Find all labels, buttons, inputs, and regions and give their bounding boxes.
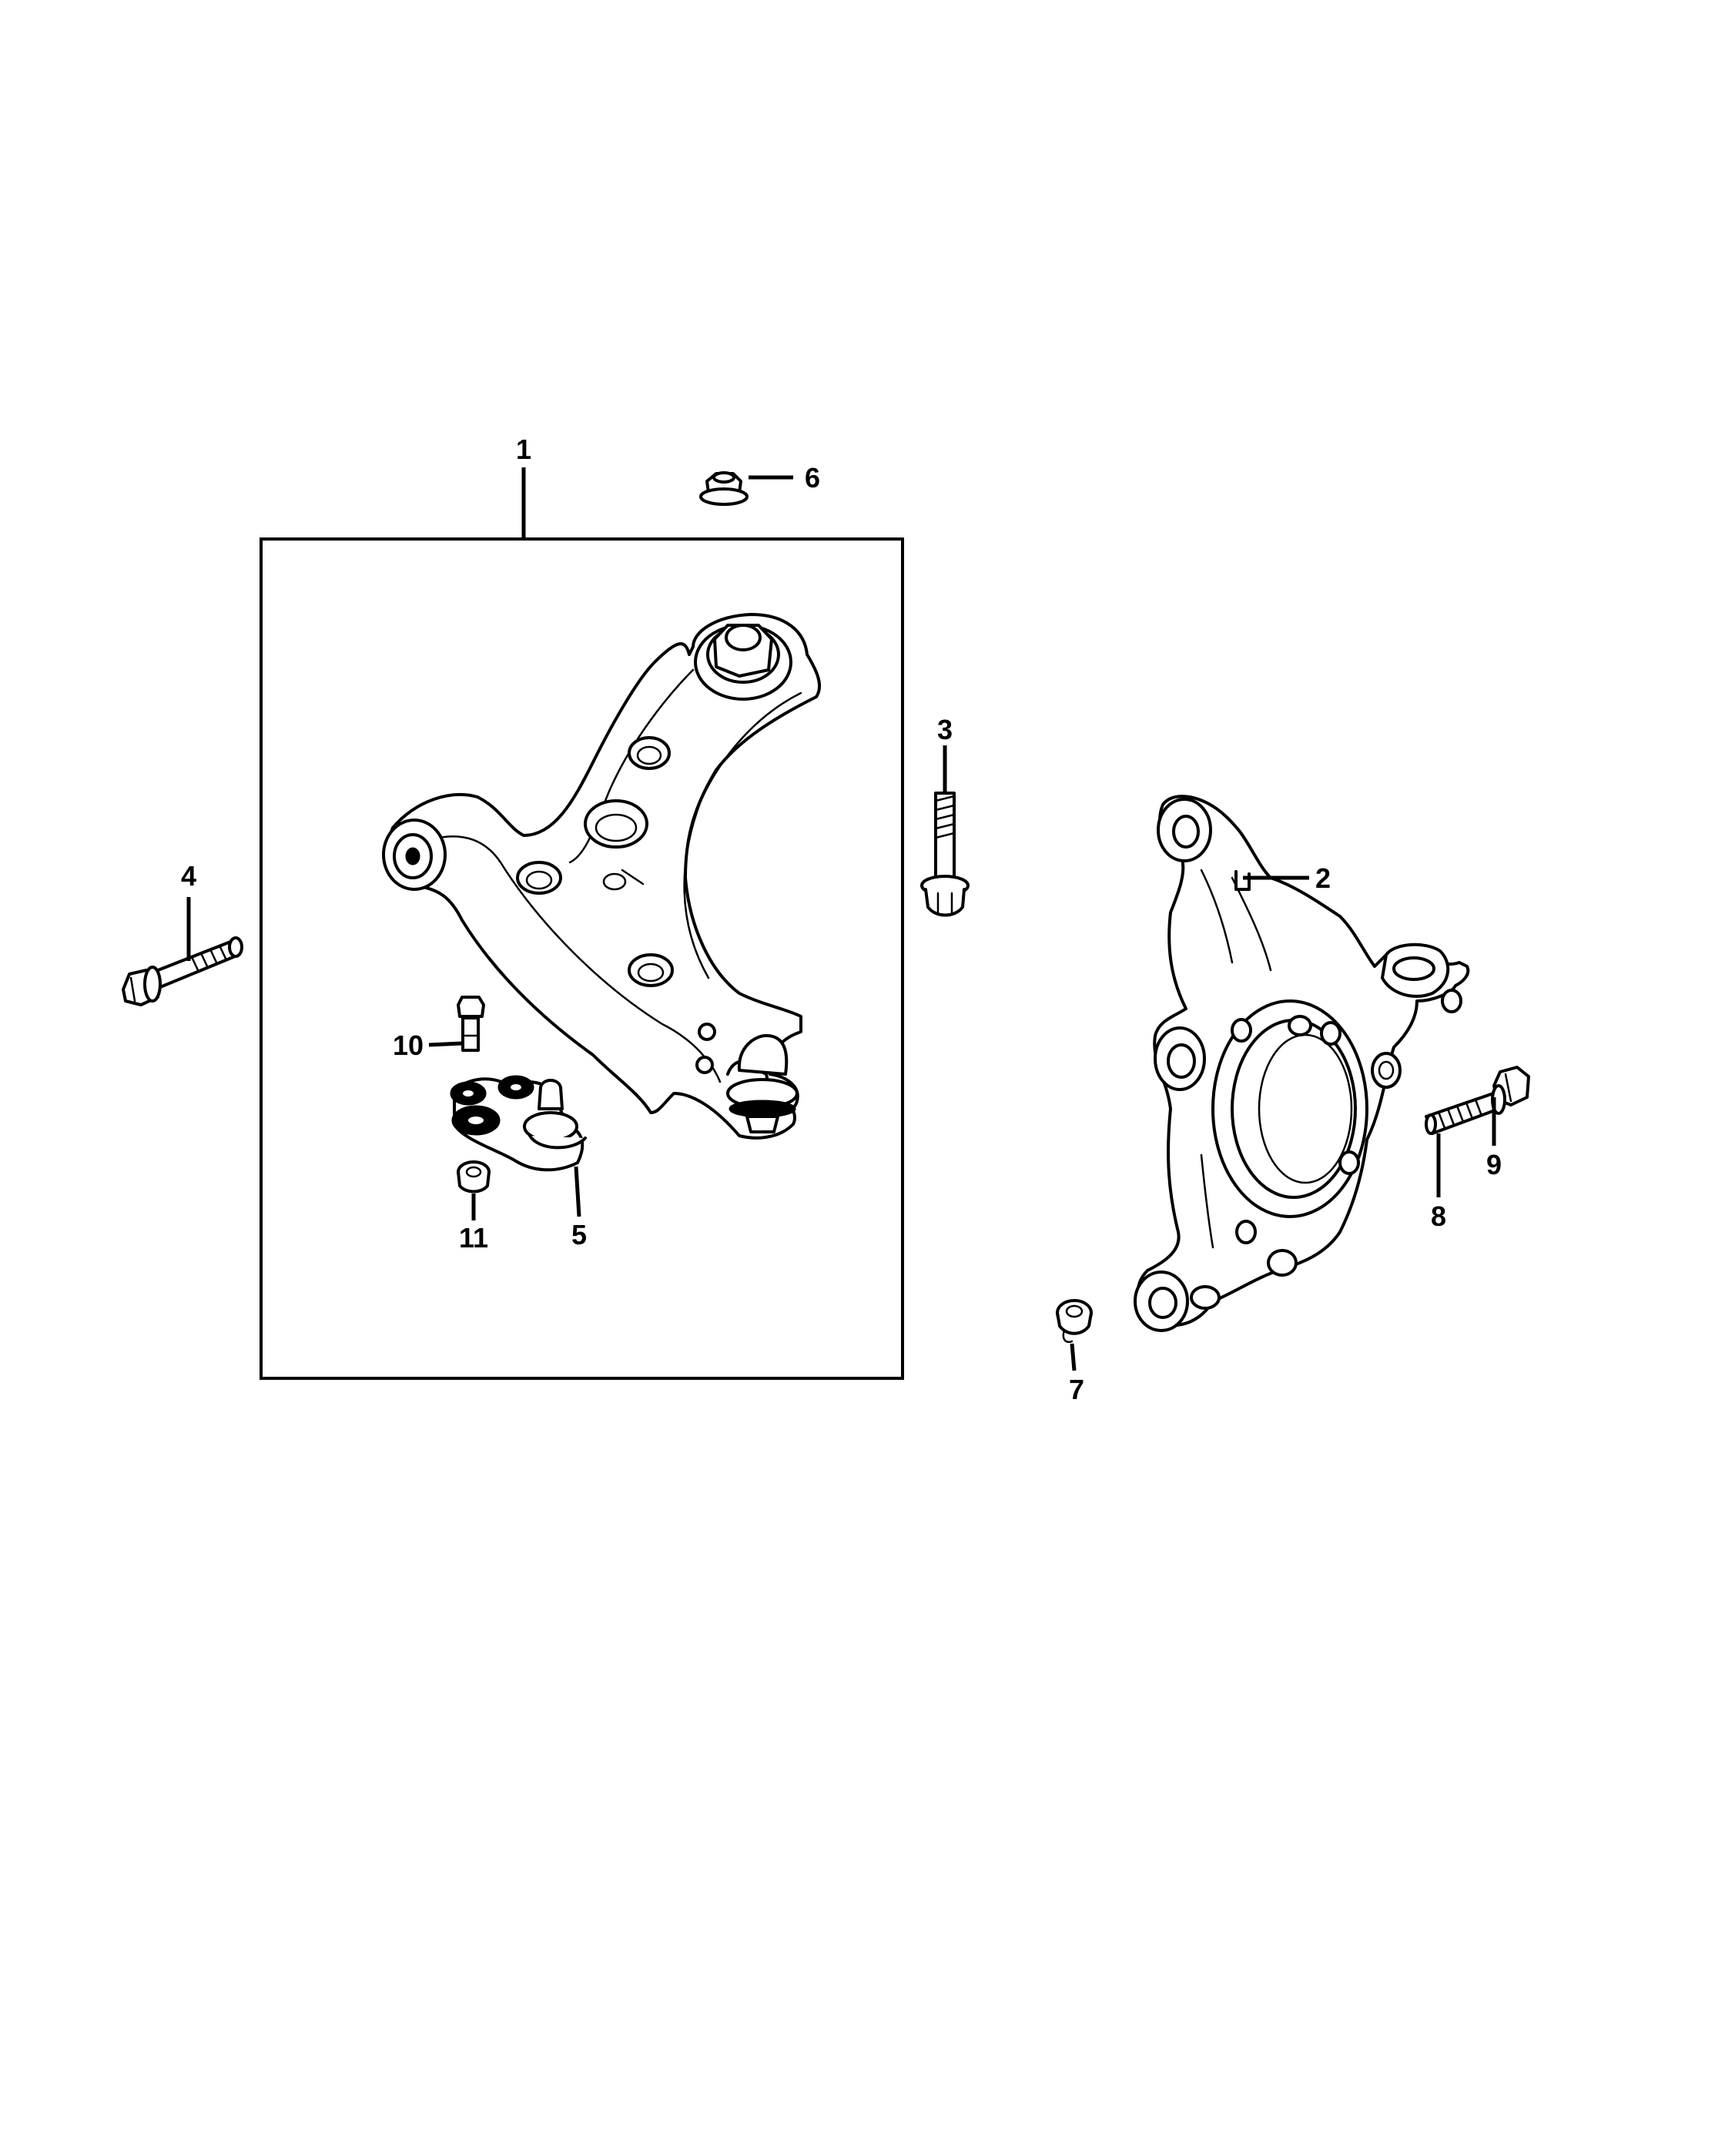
callout-3: 3: [937, 714, 953, 745]
callout-9: 9: [1486, 1149, 1502, 1180]
bolt-8-9: [1425, 1066, 1530, 1135]
callout-7: 7: [1069, 1374, 1084, 1405]
kit-box: [260, 537, 904, 1380]
steering-knuckle: [1134, 795, 1470, 1332]
callout-4: 4: [181, 860, 196, 892]
nut-7: [1056, 1299, 1093, 1344]
bolt-3: [920, 792, 970, 917]
callout-1: 1: [516, 434, 531, 465]
callout-11: 11: [459, 1222, 488, 1254]
callout-8: 8: [1431, 1200, 1446, 1232]
bolt-10: [457, 996, 485, 1052]
nut-11: [457, 1160, 491, 1194]
callout-5: 5: [571, 1219, 587, 1250]
callout-6: 6: [805, 462, 820, 494]
leader-7: [1070, 1343, 1077, 1371]
callout-10: 10: [393, 1029, 424, 1061]
callout-2: 2: [1315, 862, 1331, 894]
ball-joint: [450, 1075, 587, 1172]
leader-5: [574, 1166, 581, 1217]
leader-10: [428, 1041, 463, 1047]
bolt-4: [122, 936, 243, 1006]
lower-control-arm: [382, 613, 822, 1140]
nut-6: [699, 471, 749, 506]
